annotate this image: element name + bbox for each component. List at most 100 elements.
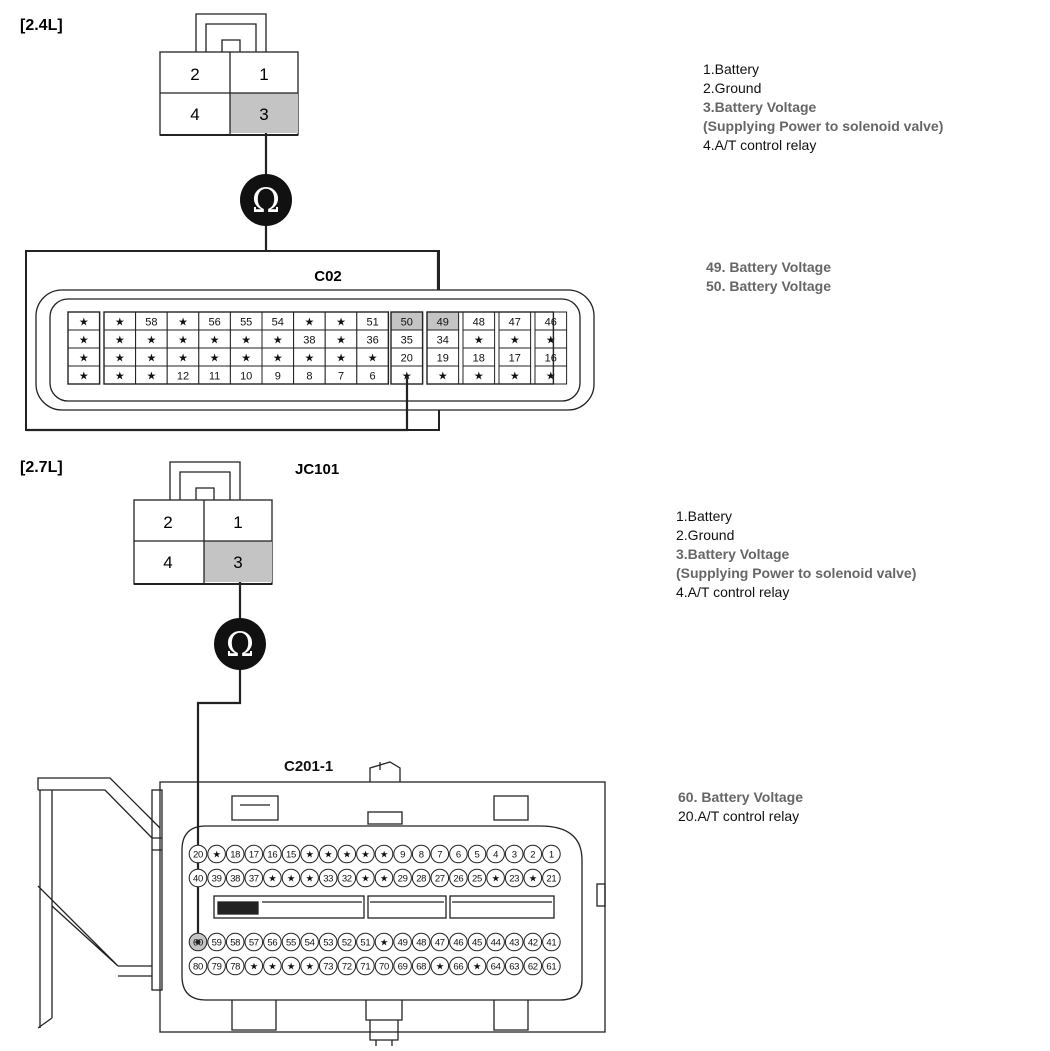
c201-pin xyxy=(486,956,505,976)
c201-pin-label: 59 xyxy=(212,938,222,949)
legend-line: 20.A/T control relay xyxy=(678,808,800,824)
connector-name-jc101: JC101 xyxy=(295,461,339,478)
c02-pin-label: ★ xyxy=(273,353,283,365)
c02-pin-label: 51 xyxy=(366,317,378,329)
c201-pin xyxy=(504,956,524,976)
c201-pin xyxy=(374,868,394,888)
c02-pin-label: ★ xyxy=(115,335,125,347)
legend-line: 2.Ground xyxy=(703,80,762,96)
c201-pin-label: 28 xyxy=(416,874,426,885)
c201-pin-label: 7 xyxy=(437,850,442,861)
c201-pin-label: ★ xyxy=(324,850,332,861)
c201-pin xyxy=(263,868,282,888)
c02-pin-label: 50 xyxy=(401,317,413,329)
c201-pin xyxy=(263,932,282,952)
c201-pin-label: ★ xyxy=(380,938,388,949)
legend-line: 3.Battery Voltage xyxy=(703,99,817,115)
svg-text:Ω: Ω xyxy=(252,181,280,221)
c201-pin-label: 52 xyxy=(342,938,352,949)
c02-pin-label: 46 xyxy=(545,317,557,329)
c201-pin-label: 49 xyxy=(398,938,408,949)
c02-pin-label: ★ xyxy=(241,335,251,347)
c201-pin-label: 58 xyxy=(230,938,240,949)
c201-pin-label: ★ xyxy=(287,962,295,973)
c02-pin-label: ★ xyxy=(79,353,89,365)
c02-pin-label: ★ xyxy=(146,353,156,365)
c201-pin xyxy=(244,868,264,888)
c201-pin xyxy=(430,932,450,952)
c02-pin-label: ★ xyxy=(178,335,188,347)
c201-pin xyxy=(188,868,208,888)
legend-ecm-2-7l: 60. Battery Voltage 20.A/T control relay xyxy=(678,788,803,826)
c02-pin-label: ★ xyxy=(546,335,556,347)
c201-pin-label: 66 xyxy=(453,962,463,973)
c201-pin xyxy=(523,868,543,888)
c201-pin xyxy=(281,868,301,888)
c02-pin-label: 17 xyxy=(509,353,521,365)
c201-pin xyxy=(449,868,468,888)
c201-pin xyxy=(449,956,468,976)
c201-pin xyxy=(411,868,431,888)
c201-pin-label: 79 xyxy=(212,962,222,973)
relay-pin: 2 xyxy=(190,65,199,84)
c201-pin xyxy=(244,956,264,976)
c02-pin-label: ★ xyxy=(115,353,125,365)
legend-line: 3.Battery Voltage xyxy=(676,546,790,562)
c201-pin xyxy=(244,844,264,864)
legend-line: (Supplying Power to solenoid valve) xyxy=(703,118,944,134)
c02-pin-label: 35 xyxy=(401,335,413,347)
c201-pin-label: ★ xyxy=(250,962,258,973)
relay-pin: 3 xyxy=(233,553,242,572)
c201-pin xyxy=(207,868,226,888)
c02-pin-label: ★ xyxy=(79,317,89,329)
c201-pin-label: 42 xyxy=(528,938,538,949)
c02-pin-label: ★ xyxy=(304,353,314,365)
connector-name-c201-1: C201-1 xyxy=(284,758,333,775)
c201-pin-label: ★ xyxy=(361,850,369,861)
c201-pin xyxy=(467,868,487,888)
c02-pin-label: ★ xyxy=(79,371,89,383)
c02-pin-label: 18 xyxy=(473,353,485,365)
c02-pin-label: ★ xyxy=(368,353,378,365)
c201-pin xyxy=(281,844,301,864)
legend-line: 2.Ground xyxy=(676,527,735,543)
c201-pin xyxy=(467,844,487,864)
c201-pin-label: 15 xyxy=(286,850,296,861)
c201-pin-label: 32 xyxy=(342,874,352,885)
c201-pin-label: 55 xyxy=(286,938,296,949)
c201-pin-label: 29 xyxy=(398,874,408,885)
c201-pin-label: 21 xyxy=(546,874,556,885)
c201-pin-label: 47 xyxy=(435,938,445,949)
c02-pin-label: 54 xyxy=(272,317,284,329)
relay-pin: 2 xyxy=(163,513,172,532)
legend-line: 49. Battery Voltage xyxy=(706,259,832,275)
relay-pin: 4 xyxy=(163,553,172,572)
c201-pin-label: 23 xyxy=(509,874,519,885)
c02-pin-label: 8 xyxy=(306,371,312,383)
c201-pin-label: 20 xyxy=(193,850,203,861)
c201-pin-label: 44 xyxy=(491,938,501,949)
c02-pin-label: 38 xyxy=(303,335,315,347)
c201-pin xyxy=(393,932,412,952)
c201-pin xyxy=(504,932,524,952)
c201-pin-label: ★ xyxy=(491,874,499,885)
c02-pin-label: ★ xyxy=(510,335,520,347)
c201-pin-label: 45 xyxy=(472,938,482,949)
legend-relay-2-7l: 1.Battery 2.Ground 3.Battery Voltage (Su… xyxy=(676,507,916,602)
c201-pin xyxy=(411,956,431,976)
c201-pin xyxy=(504,844,524,864)
c201-pin xyxy=(542,932,561,952)
c201-pin xyxy=(430,844,450,864)
c201-pin xyxy=(318,932,338,952)
c02-pin-block xyxy=(426,311,555,385)
c201-pin-label: 68 xyxy=(416,962,426,973)
c201-pin xyxy=(523,932,543,952)
wire-pin50 xyxy=(26,378,409,432)
c201-pin-label: 25 xyxy=(472,874,482,885)
c201-pin xyxy=(486,932,505,952)
c02-pin-label: ★ xyxy=(146,371,156,383)
c02-pin-label: ★ xyxy=(241,353,251,365)
c201-pin xyxy=(300,956,319,976)
